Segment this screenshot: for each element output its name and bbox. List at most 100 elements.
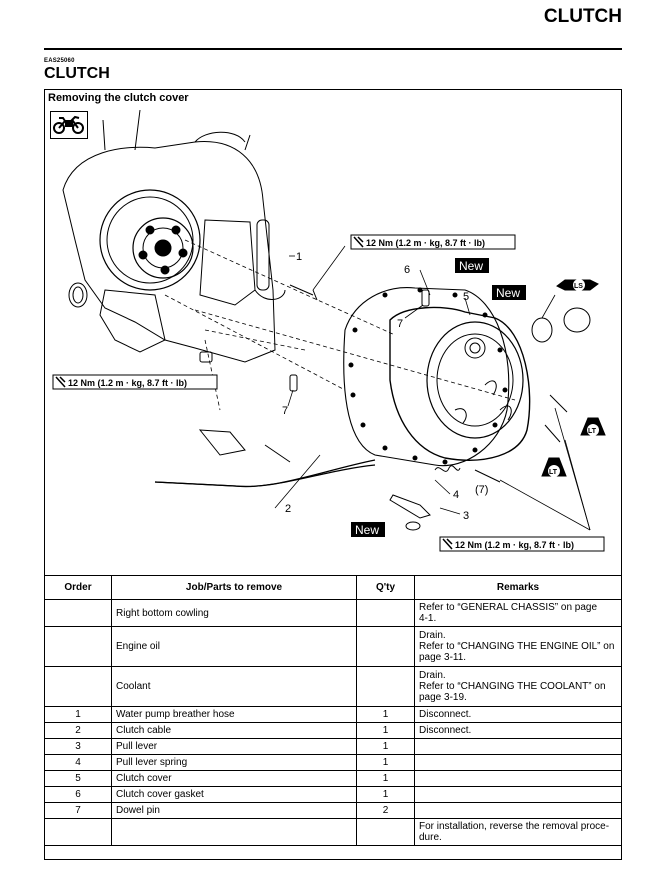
- new-tag-lever: New: [351, 522, 385, 537]
- remark-line: 4-1.: [419, 613, 437, 624]
- cell-remarks: Drain.Refer to “CHANGING THE ENGINE OIL”…: [414, 626, 622, 667]
- cell-remarks: [414, 786, 622, 803]
- cell-job: Pull lever spring: [111, 754, 357, 771]
- svg-text:New: New: [496, 286, 520, 300]
- clutch-cover: [389, 306, 531, 461]
- cell-remarks: [414, 770, 622, 787]
- procedure-frame: Removing the clutch cover: [44, 89, 622, 860]
- cell-remarks: [414, 738, 622, 755]
- section-code: EAS25060: [44, 58, 75, 64]
- cell-order: 2: [44, 722, 112, 739]
- remark-line: Drain.: [419, 630, 446, 641]
- callout-3: 3: [463, 510, 469, 522]
- cell-qty: [356, 599, 415, 627]
- remark-line: For installation, reverse the removal pr…: [419, 821, 610, 832]
- svg-text:New: New: [459, 259, 483, 273]
- torque-spec-left: 12 Nm (1.2 m · kg, 8.7 ft · lb): [52, 374, 218, 390]
- torque-spec-top: 12 Nm (1.2 m · kg, 8.7 ft · lb): [350, 234, 516, 250]
- cell-remarks: Drain.Refer to “CHANGING THE COOLANT” on…: [414, 666, 622, 707]
- svg-text:New: New: [355, 523, 379, 537]
- cell-job: Water pump breather hose: [111, 706, 357, 723]
- cell-qty: [356, 818, 415, 846]
- cell-remarks: Disconnect.: [414, 722, 622, 739]
- callout-7a: 7: [397, 318, 403, 330]
- remark-line: Disconnect.: [419, 709, 472, 720]
- remark-line: Disconnect.: [419, 725, 472, 736]
- cell-order: 7: [44, 802, 112, 819]
- header-order: Order: [44, 575, 112, 600]
- callout-4: 4: [453, 489, 459, 501]
- cell-order: 4: [44, 754, 112, 771]
- remark-line: page 3-19.: [419, 692, 467, 703]
- svg-text:12 Nm (1.2 m · kg, 8.7 ft · lb: 12 Nm (1.2 m · kg, 8.7 ft · lb): [68, 378, 187, 388]
- cell-remarks: For installation, reverse the removal pr…: [414, 818, 622, 846]
- callout-7b: 7: [282, 405, 288, 417]
- clutch-cover-gasket: [343, 287, 510, 467]
- callout-1: 1: [296, 251, 302, 263]
- cell-qty: 1: [356, 754, 415, 771]
- cell-qty: 1: [356, 722, 415, 739]
- cell-job: Pull lever: [111, 738, 357, 755]
- cell-order: [44, 626, 112, 667]
- new-tag-gasket: New: [455, 258, 489, 273]
- cell-qty: 2: [356, 802, 415, 819]
- cell-job: [111, 818, 357, 846]
- clutch-basket: [99, 189, 201, 291]
- torque-spec-bottom: 12 Nm (1.2 m · kg, 8.7 ft · lb): [439, 536, 605, 552]
- cell-job: Clutch cover gasket: [111, 786, 357, 803]
- cell-remarks: [414, 754, 622, 771]
- breather-hose: [256, 219, 270, 291]
- cell-order: 6: [44, 786, 112, 803]
- dowel-pin: [289, 374, 298, 392]
- table-row: Coolant Drain.Refer to “CHANGING THE COOL…: [44, 666, 622, 707]
- header-remarks: Remarks: [414, 575, 622, 600]
- remark-line: Refer to “GENERAL CHASSIS” on page: [419, 602, 598, 613]
- table-row: Right bottom cowling Refer to “GENERAL CH…: [44, 599, 622, 627]
- header-qty: Q'ty: [356, 575, 415, 600]
- callout-5: 5: [463, 291, 469, 303]
- cell-remarks: Disconnect.: [414, 706, 622, 723]
- motorcycle-icon: [50, 111, 88, 139]
- table-header-row: Order Job/Parts to remove Q'ty Remarks: [44, 575, 622, 600]
- cell-job: Clutch cover: [111, 770, 357, 787]
- cell-job: Clutch cable: [111, 722, 357, 739]
- cell-order: [44, 666, 112, 707]
- cell-job: Coolant: [111, 666, 357, 707]
- lt-label-bottom: LT: [549, 469, 558, 476]
- cell-remarks: [414, 802, 622, 819]
- cell-qty: 1: [356, 706, 415, 723]
- cell-qty: 1: [356, 786, 415, 803]
- remark-line: page 3-11.: [419, 652, 467, 663]
- svg-text:12 Nm (1.2 m · kg, 8.7 ft · lb: 12 Nm (1.2 m · kg, 8.7 ft · lb): [455, 540, 574, 550]
- figure-caption: Removing the clutch cover: [48, 92, 189, 104]
- callout-6: 6: [404, 264, 410, 276]
- cell-order: [44, 599, 112, 627]
- cell-qty: 1: [356, 770, 415, 787]
- cell-qty: 1: [356, 738, 415, 755]
- callout-2: 2: [285, 503, 291, 515]
- cell-order: 3: [44, 738, 112, 755]
- cell-job: Right bottom cowling: [111, 599, 357, 627]
- svg-text:12 Nm (1.2 m · kg, 8.7 ft · lb: 12 Nm (1.2 m · kg, 8.7 ft · lb): [366, 238, 485, 248]
- lt-label-right: LT: [588, 428, 597, 435]
- header-rule: [44, 48, 622, 50]
- remark-line: Refer to “CHANGING THE ENGINE OIL” on: [419, 641, 615, 652]
- new-tag-oring: New: [492, 285, 526, 300]
- exploded-diagram: 12 Nm (1.2 m · kg, 8.7 ft · lb) 12 Nm (1…: [52, 109, 606, 552]
- pull-lever-spring: [434, 465, 461, 472]
- pull-lever: [389, 494, 431, 519]
- cell-order: 1: [44, 706, 112, 723]
- callout-7c: (7): [475, 484, 488, 496]
- table-row: For installation, reverse the removal pr…: [44, 818, 622, 846]
- cell-order: 5: [44, 770, 112, 787]
- parts-table: Order Job/Parts to remove Q'ty Remarks R…: [44, 575, 622, 846]
- ls-label: LS: [574, 283, 583, 290]
